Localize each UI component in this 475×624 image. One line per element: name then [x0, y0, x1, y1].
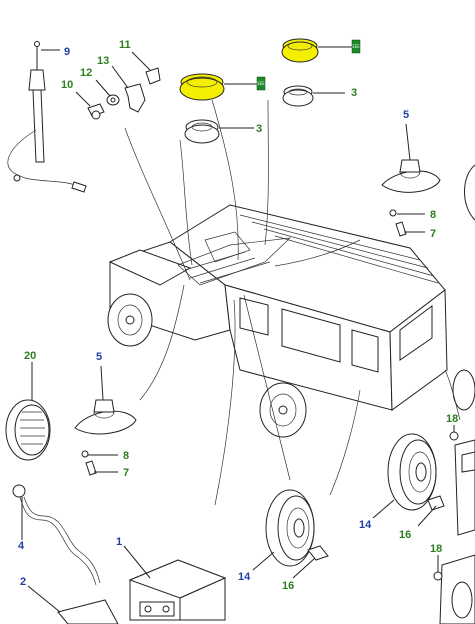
part-tag-upper: EEE [351, 39, 361, 54]
speaker-grille-20 [5, 399, 51, 461]
door-speaker-14-upper [387, 433, 445, 511]
callout-2: 2 [20, 576, 26, 588]
part-tag-upper-label: EEE [352, 44, 360, 49]
door-speaker-14-lower [265, 489, 329, 567]
callout-11: 11 [119, 39, 131, 51]
tweeter-lower [184, 119, 220, 144]
leader-lines [124, 99, 461, 506]
callout-18-lower: 18 [430, 543, 442, 555]
antenna-fixings [75, 51, 161, 120]
antenna-assembly [7, 41, 87, 193]
antenna-cable-4 [12, 484, 101, 586]
door-speaker-upper-right [381, 159, 441, 237]
speaker-housing-right [433, 431, 475, 624]
callout-5-left: 5 [96, 351, 102, 363]
callout-10: 10 [61, 79, 73, 91]
door-speaker-lower-left [74, 399, 137, 476]
callout-14-lower: 14 [238, 571, 251, 583]
callout-14-upper: 14 [359, 519, 372, 531]
callout-1: 1 [116, 536, 122, 548]
callout-12: 12 [80, 67, 92, 79]
callout-18-upper: 18 [446, 413, 458, 425]
highlighted-speaker-upper[interactable] [281, 38, 319, 63]
tweeter-upper [282, 85, 314, 107]
callout-3-upper: 3 [351, 87, 357, 99]
callout-16-lower: 16 [282, 580, 294, 592]
callout-13: 13 [97, 55, 109, 67]
callout-labels: 9 13 11 10 12 3 3 5 8 7 20 5 8 7 4 1 2 1… [18, 39, 458, 592]
callout-5-right: 5 [403, 109, 409, 121]
callout-16-upper: 16 [399, 529, 411, 541]
callout-7-right: 7 [430, 228, 436, 240]
radio-unit [128, 559, 227, 621]
callout-8-right: 8 [430, 209, 436, 221]
callout-9: 9 [64, 46, 70, 58]
part-tag-lower: EEE [256, 76, 266, 91]
callout-4: 4 [18, 540, 25, 552]
callout-8-left: 8 [123, 450, 129, 462]
callout-3-lower: 3 [256, 123, 262, 135]
highlighted-speaker-lower[interactable] [179, 73, 225, 101]
callout-20: 20 [24, 350, 36, 362]
vehicle-body [107, 204, 475, 438]
callout-7-left: 7 [123, 467, 129, 479]
part-tag-lower-label: EEE [257, 81, 265, 86]
